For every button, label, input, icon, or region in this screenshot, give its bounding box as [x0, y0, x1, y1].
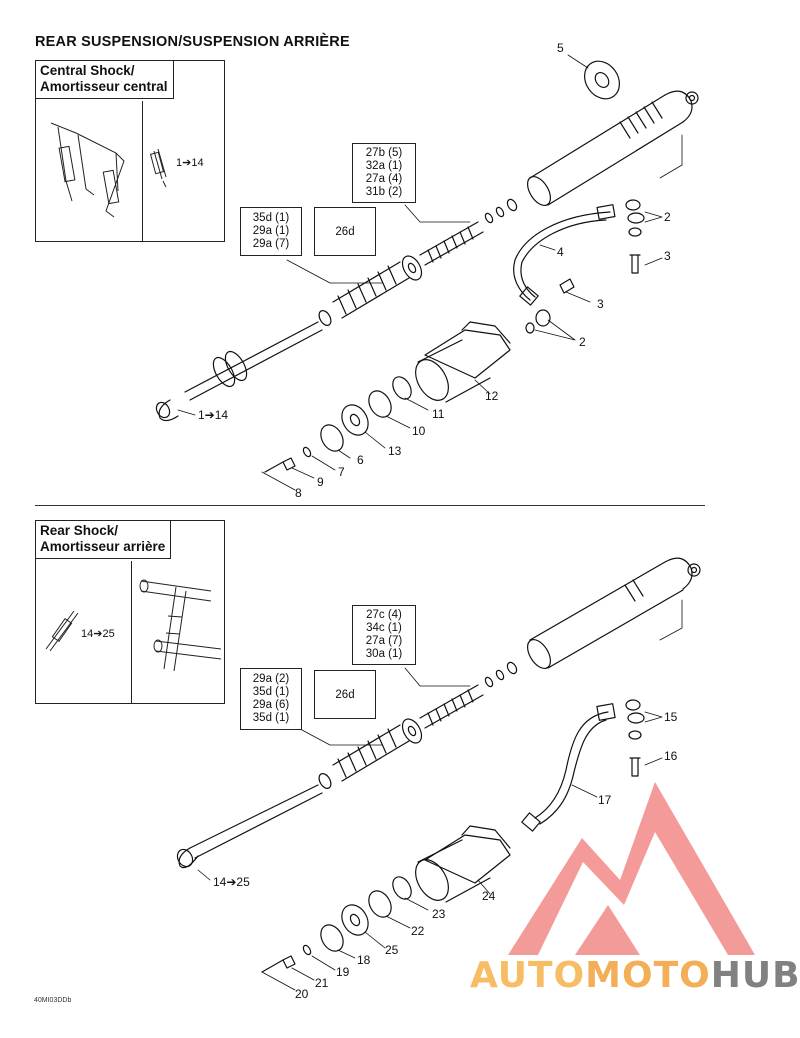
piston-13	[341, 404, 369, 436]
fittings-lower-right	[625, 699, 645, 777]
callout-14-to-25: 14➔25	[213, 875, 250, 889]
shock-body-upper	[526, 90, 699, 206]
callout-17: 17	[598, 793, 612, 807]
o-ring-7	[302, 446, 312, 458]
callout-3: 3	[664, 249, 671, 263]
callout-3: 3	[597, 297, 604, 311]
spring-seat-26d-lower	[401, 718, 423, 744]
ring-10	[368, 390, 392, 418]
ring-22	[368, 890, 392, 918]
rear-seal-kit-box: 27c (4) 34c (1) 27a (7) 30a (1)	[352, 605, 416, 665]
rings-lower	[484, 661, 518, 688]
central-seal-kit-box: 27b (5) 32a (1) 27a (4) 31b (2)	[352, 143, 416, 203]
nut-9	[282, 457, 296, 471]
upper-spring-lower	[419, 684, 484, 729]
screw-20	[261, 959, 284, 973]
watermark-text: AUTOMOTOHUB	[470, 955, 800, 996]
central-spring-kit-box: 35d (1) 29a (1) 29a (7)	[240, 207, 302, 256]
ring-18	[320, 924, 344, 952]
ring-6	[320, 424, 344, 452]
inset-divider	[131, 561, 132, 703]
callout-8: 8	[295, 486, 302, 500]
spring-seat-26d	[401, 255, 423, 281]
rear-part-26d-box: 26d	[314, 670, 376, 719]
callout-6: 6	[357, 453, 364, 467]
shaft-lower	[176, 784, 323, 869]
inset-divider	[142, 101, 143, 241]
callout-20: 20	[295, 987, 309, 1001]
rings-upper	[484, 198, 518, 224]
callout-12: 12	[485, 389, 499, 403]
fittings-upper-right	[625, 199, 645, 274]
callout-5: 5	[557, 41, 564, 55]
callout-13: 13	[388, 444, 402, 458]
rear-inset-sketch	[45, 579, 222, 672]
main-spring-lower	[318, 724, 410, 789]
screw-8	[264, 461, 284, 473]
drawing-code: 40MI03DDb	[34, 997, 72, 1004]
piston-25	[341, 904, 369, 936]
main-spring-upper	[318, 261, 410, 326]
section-separator	[35, 505, 705, 506]
upper-spring	[419, 221, 484, 266]
callout-25: 25	[385, 943, 399, 957]
rear-spring-kit-box: 29a (2) 35d (1) 29a (6) 35d (1)	[240, 668, 302, 730]
callout-16: 16	[664, 749, 678, 763]
o-ring-19	[302, 944, 312, 956]
nut-21	[282, 955, 296, 969]
shock-body-lower	[526, 557, 701, 669]
fittings-upper-lower	[525, 278, 575, 334]
shaft-upper	[155, 321, 323, 422]
rear-shock-inset-title: Rear Shock/ Amortisseur arrière	[36, 521, 172, 559]
callout-22: 22	[411, 924, 425, 938]
callout-7: 7	[338, 465, 345, 479]
reservoir-12	[415, 321, 511, 403]
ring-11	[392, 376, 412, 400]
ring-23	[392, 876, 412, 900]
rear-inset-caption: 14➔25	[81, 628, 115, 640]
callout-24: 24	[482, 889, 496, 903]
callout-15: 15	[664, 710, 678, 724]
callout-2: 2	[664, 210, 671, 224]
callout-4: 4	[557, 245, 564, 259]
callout-9: 9	[317, 475, 324, 489]
callout-10: 10	[412, 424, 426, 438]
central-inset-caption: 1➔14	[176, 157, 204, 169]
callout-1-to-14: 1➔14	[198, 408, 229, 422]
callout-2: 2	[579, 335, 586, 349]
callout-21: 21	[315, 976, 329, 990]
hose-upper	[513, 204, 616, 306]
central-shock-inset-title: Central Shock/ Amortisseur central	[36, 61, 174, 99]
central-shock-inset: Central Shock/ Amortisseur central 1➔14	[35, 60, 225, 242]
part-5-washer	[583, 60, 621, 100]
callout-11: 11	[432, 407, 445, 421]
central-inset-sketch	[50, 122, 167, 218]
rear-shock-inset: Rear Shock/ Amortisseur arrière 14➔25	[35, 520, 225, 704]
callout-18: 18	[357, 953, 371, 967]
callout-23: 23	[432, 907, 446, 921]
callout-19: 19	[336, 965, 350, 979]
central-part-26d-box: 26d	[314, 207, 376, 256]
hose-lower	[521, 703, 616, 832]
page-title: REAR SUSPENSION/SUSPENSION ARRIÈRE	[35, 34, 350, 50]
reservoir-24	[415, 825, 511, 903]
